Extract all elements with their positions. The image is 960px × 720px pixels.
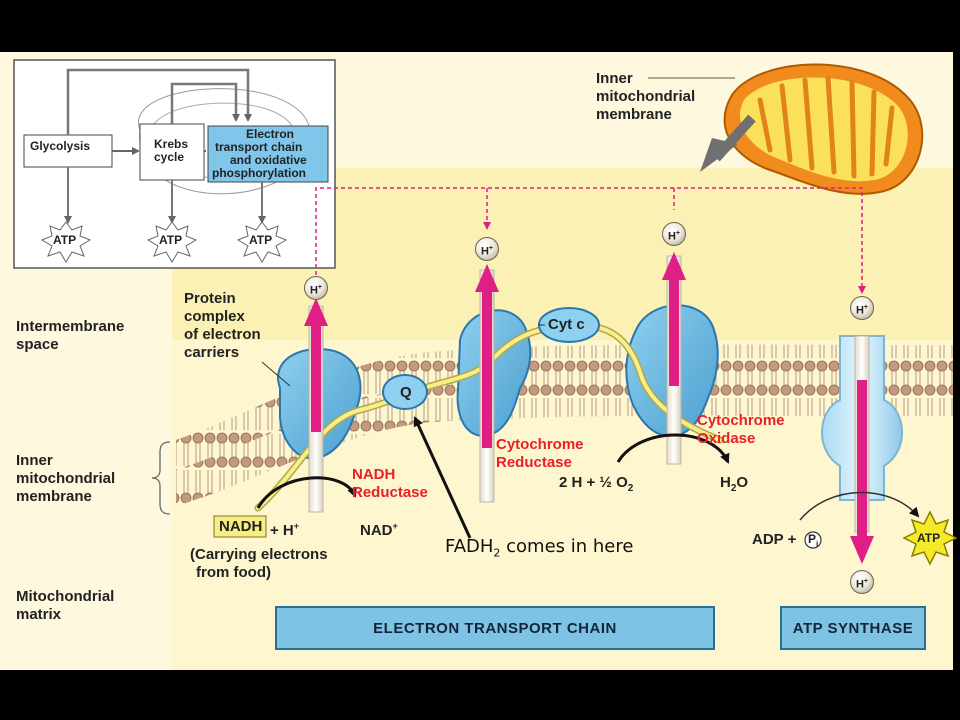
overview-etc-3: and oxidative: [230, 153, 307, 167]
etc-label-box: [275, 606, 715, 650]
h-plus-ion-1: H+: [304, 276, 328, 300]
overview-inset: [13, 59, 336, 269]
overview-atp-1: ATP: [53, 233, 77, 247]
atp-synthesis-arrow: [799, 491, 920, 521]
mito-label-1: Inner: [596, 70, 633, 87]
phosphate-circle: [804, 531, 822, 549]
h-plus-ion-5: H+: [850, 570, 874, 594]
protein-complex-label-1: Protein: [184, 290, 236, 307]
protein-complex-label-4: carriers: [184, 344, 240, 361]
overview-atp-3: ATP: [249, 233, 273, 247]
carrying-label-2: from food): [196, 564, 271, 581]
q-carrier: [382, 374, 428, 410]
region-inner-3: membrane: [16, 488, 92, 505]
region-matrix-1: Mitochondrial: [16, 588, 115, 605]
fadh2-caption: FADH2 comes in here: [445, 536, 634, 560]
region-intermembrane-2: space: [16, 336, 59, 353]
overview-glycolysis: Glycolysis: [30, 139, 91, 153]
region-matrix-2: matrix: [16, 606, 62, 623]
cytochrome-oxidase-label-2: Oxidase: [697, 430, 756, 447]
nadh-highlight: [213, 515, 267, 538]
atp-synthase-label-box: [780, 606, 926, 650]
nadh-reductase-label-2: Reductase: [352, 484, 428, 501]
region-intermembrane-1: Intermembrane: [16, 318, 125, 335]
atp-starburst: [902, 510, 958, 566]
overview-etc-4: phosphorylation: [212, 166, 306, 180]
region-inner-1: Inner: [16, 452, 53, 469]
protein-complex-label-2: complex: [184, 308, 245, 325]
proton-return-loop: [315, 187, 866, 294]
carrying-label-1: (Carrying electrons: [190, 546, 328, 563]
q-label: Q: [400, 384, 412, 401]
oxygen-label: 2 H + ½ O2: [559, 474, 634, 494]
etc-box-label: ELECTRON TRANSPORT CHAIN: [373, 620, 617, 637]
h-plus-ion-2: H+: [475, 237, 499, 261]
pi-label: Pi: [808, 532, 819, 549]
nadh-reaction-arrow: [256, 476, 357, 509]
region-inner-2: mitochondrial: [16, 470, 116, 487]
h-plus-ion-4: H+: [850, 296, 874, 320]
protein-complex-label-3: of electron: [184, 326, 261, 343]
proton-arrow-1: [304, 298, 328, 432]
protein-complex-pointer: [261, 361, 291, 387]
cytochrome-reductase-label-2: Reductase: [496, 454, 572, 471]
h-plus-ion-3: H+: [662, 222, 686, 246]
membrane-top-leaflet: [176, 344, 953, 470]
proton-arrow-2: [475, 264, 499, 448]
overview-krebs-1: Krebs: [154, 137, 189, 151]
nadh-reductase-label-1: NADH: [352, 466, 396, 483]
plus-h-label: + H+: [270, 521, 300, 539]
overview-krebs-2: cycle: [154, 150, 185, 164]
membrane-brace: [151, 441, 171, 515]
proton-arrow-3: [662, 252, 686, 386]
atp-synthase-box-label: ATP SYNTHASE: [792, 620, 914, 637]
nadh-label: NADH: [219, 518, 263, 535]
mito-label-3: membrane: [596, 106, 672, 123]
adp-label: ADP +: [752, 531, 797, 548]
overview-atp-2: ATP: [159, 233, 183, 247]
overview-etc-2: transport chain: [215, 140, 303, 154]
cyt-c-label: Cyt c: [548, 316, 585, 333]
overview-etc-1: Electron: [246, 127, 295, 141]
atp-product-label: ATP: [917, 531, 941, 545]
mito-label-2: mitochondrial: [596, 88, 696, 105]
fadh2-pointer-arrow: [413, 416, 472, 539]
proton-arrow-4: [850, 380, 874, 564]
mitochondrion-illustration: [648, 63, 924, 195]
water-label: H2O: [720, 474, 749, 494]
nad-label: NAD+: [360, 521, 398, 539]
cytochrome-reductase-label-1: Cytochrome: [496, 436, 584, 453]
oxygen-reaction-arrow: [616, 433, 730, 464]
membrane-bottom-leaflet: [176, 379, 953, 506]
cytochrome-oxidase-label-1: Cytochrome: [697, 412, 785, 429]
